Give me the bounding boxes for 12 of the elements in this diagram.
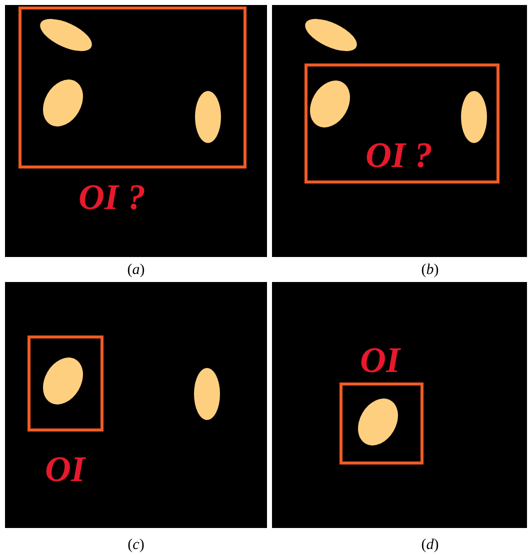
image-panel [272,5,527,257]
panel-caption: (a) [127,263,145,278]
region-label: OI [45,451,85,487]
panel-caption: (c) [128,538,144,553]
region-label: OI ? [366,137,432,173]
image-panel [5,282,267,528]
panel-caption: (d) [421,538,439,553]
image-panel [272,282,527,528]
region-label: OI ? [78,179,146,215]
region-label: OI [360,342,400,378]
panel-caption: (b) [421,263,439,278]
image-panel [5,5,267,257]
